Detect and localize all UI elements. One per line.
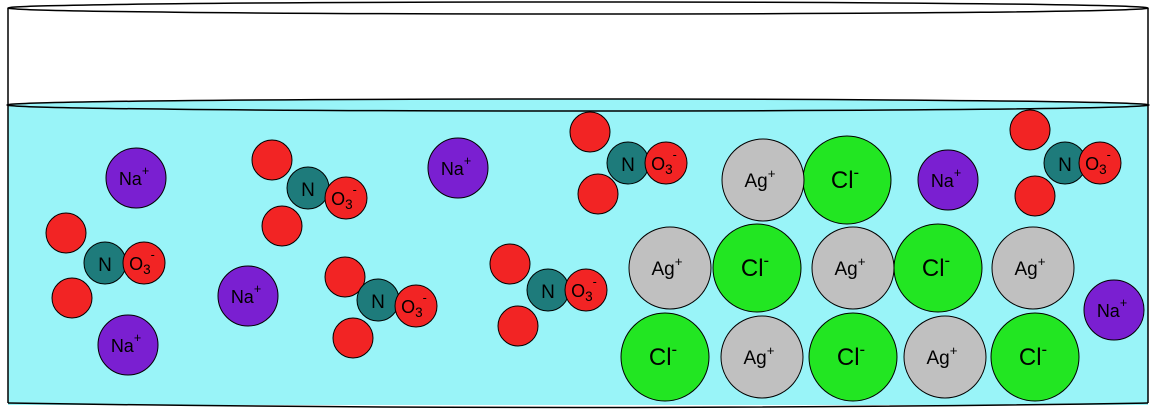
silver-ion: Ag+: [811, 226, 895, 310]
oxygen-atom: [564, 268, 608, 312]
nitrate-ion: N O3-: [251, 139, 368, 247]
silver-ion: Ag+: [720, 315, 804, 399]
sodium-ion: Na+: [217, 265, 279, 327]
beaker-bottom: [7, 402, 1149, 409]
sodium-label: Na+: [111, 331, 141, 355]
oxygen-atom: [394, 284, 438, 328]
silver-label: Ag+: [744, 166, 775, 193]
oxygen-atom: [1078, 141, 1122, 185]
silver-ion: Ag+: [721, 138, 805, 222]
oxygen-atom: [51, 277, 93, 319]
oxygen-atom: [489, 243, 531, 285]
silver-circle: [903, 315, 987, 399]
chloride-ion: Cl-: [802, 135, 892, 225]
oxygen-atom: [577, 173, 619, 215]
silver-circle: [721, 138, 805, 222]
oxygen-atom: [324, 176, 368, 220]
oxygen-atom: [324, 256, 366, 298]
oxygen-atom: [251, 139, 293, 181]
chloride-label: Cl-: [741, 251, 769, 282]
silver-label: Ag+: [743, 343, 774, 370]
oxygen-label: O3-: [331, 183, 357, 211]
oxygen-atom: [122, 241, 166, 285]
chloride-label: Cl-: [831, 163, 859, 194]
water-surface: [6, 98, 1150, 112]
oxygen-label: O3-: [1085, 148, 1111, 176]
sodium-label: Na+: [441, 154, 471, 178]
chloride-ion: Cl-: [620, 312, 710, 402]
sodium-label: Na+: [119, 164, 149, 188]
nitrate-ion: N O3-: [45, 212, 166, 319]
chloride-label: Cl-: [1019, 340, 1047, 371]
sodium-circle: [1083, 279, 1145, 341]
silver-label: Ag+: [1014, 254, 1045, 281]
nitrogen-label: N: [371, 292, 385, 313]
sodium-circle: [917, 149, 979, 211]
chloride-ion: Cl-: [712, 223, 802, 313]
nitrogen-label: N: [98, 255, 112, 276]
nitrate-ion: N O3-: [489, 243, 608, 347]
nitrogen-label: N: [541, 282, 555, 303]
sodium-circle: [105, 147, 167, 209]
oxygen-label: O3-: [401, 291, 427, 319]
sodium-circle: [427, 137, 489, 199]
sodium-ion: Na+: [97, 314, 159, 376]
silver-ion: Ag+: [628, 226, 712, 310]
oxygen-atom: [332, 317, 374, 359]
oxygen-atom: [1009, 109, 1051, 151]
nitrate-ion: N O3-: [324, 256, 438, 359]
sodium-ion: Na+: [917, 149, 979, 211]
chloride-ion: Cl-: [990, 312, 1080, 402]
sodium-ion: Na+: [427, 137, 489, 199]
sodium-ion: Na+: [1083, 279, 1145, 341]
oxygen-atom: [569, 111, 611, 153]
silver-circle: [628, 226, 712, 310]
sodium-label: Na+: [231, 282, 261, 306]
chloride-circle: [620, 312, 710, 402]
chloride-label: Cl-: [922, 251, 950, 282]
sodium-circle: [97, 314, 159, 376]
oxygen-atom: [261, 205, 303, 247]
sodium-label: Na+: [1097, 296, 1127, 320]
nitrogen-label: N: [1058, 155, 1072, 176]
silver-ion: Ag+: [991, 226, 1075, 310]
silver-circle: [991, 226, 1075, 310]
silver-label: Ag+: [926, 343, 957, 370]
chloride-label: Cl-: [837, 340, 865, 371]
silver-label: Ag+: [834, 254, 865, 281]
silver-circle: [811, 226, 895, 310]
beaker-rim: [7, 1, 1149, 15]
silver-label: Ag+: [651, 254, 682, 281]
oxygen-label: O3-: [651, 148, 677, 176]
chloride-circle: [808, 312, 898, 402]
oxygen-atom: [1014, 175, 1056, 217]
sodium-label: Na+: [931, 166, 961, 190]
chloride-label: Cl-: [649, 340, 677, 371]
sodium-ion: Na+: [105, 147, 167, 209]
nitrate-ion: N O3-: [1009, 109, 1122, 217]
oxygen-atom: [497, 305, 539, 347]
chloride-ion: Cl-: [893, 223, 983, 313]
chloride-circle: [990, 312, 1080, 402]
oxygen-label: O3-: [571, 275, 597, 303]
nitrogen-label: N: [621, 155, 635, 176]
silver-circle: [720, 315, 804, 399]
nitrate-ion: N O3-: [569, 111, 688, 215]
silver-ion: Ag+: [903, 315, 987, 399]
chloride-ion: Cl-: [808, 312, 898, 402]
oxygen-atom: [644, 141, 688, 185]
oxygen-atom: [45, 212, 87, 254]
oxygen-label: O3-: [129, 248, 155, 276]
sodium-circle: [217, 265, 279, 327]
nitrogen-label: N: [301, 180, 315, 201]
chloride-circle: [712, 223, 802, 313]
